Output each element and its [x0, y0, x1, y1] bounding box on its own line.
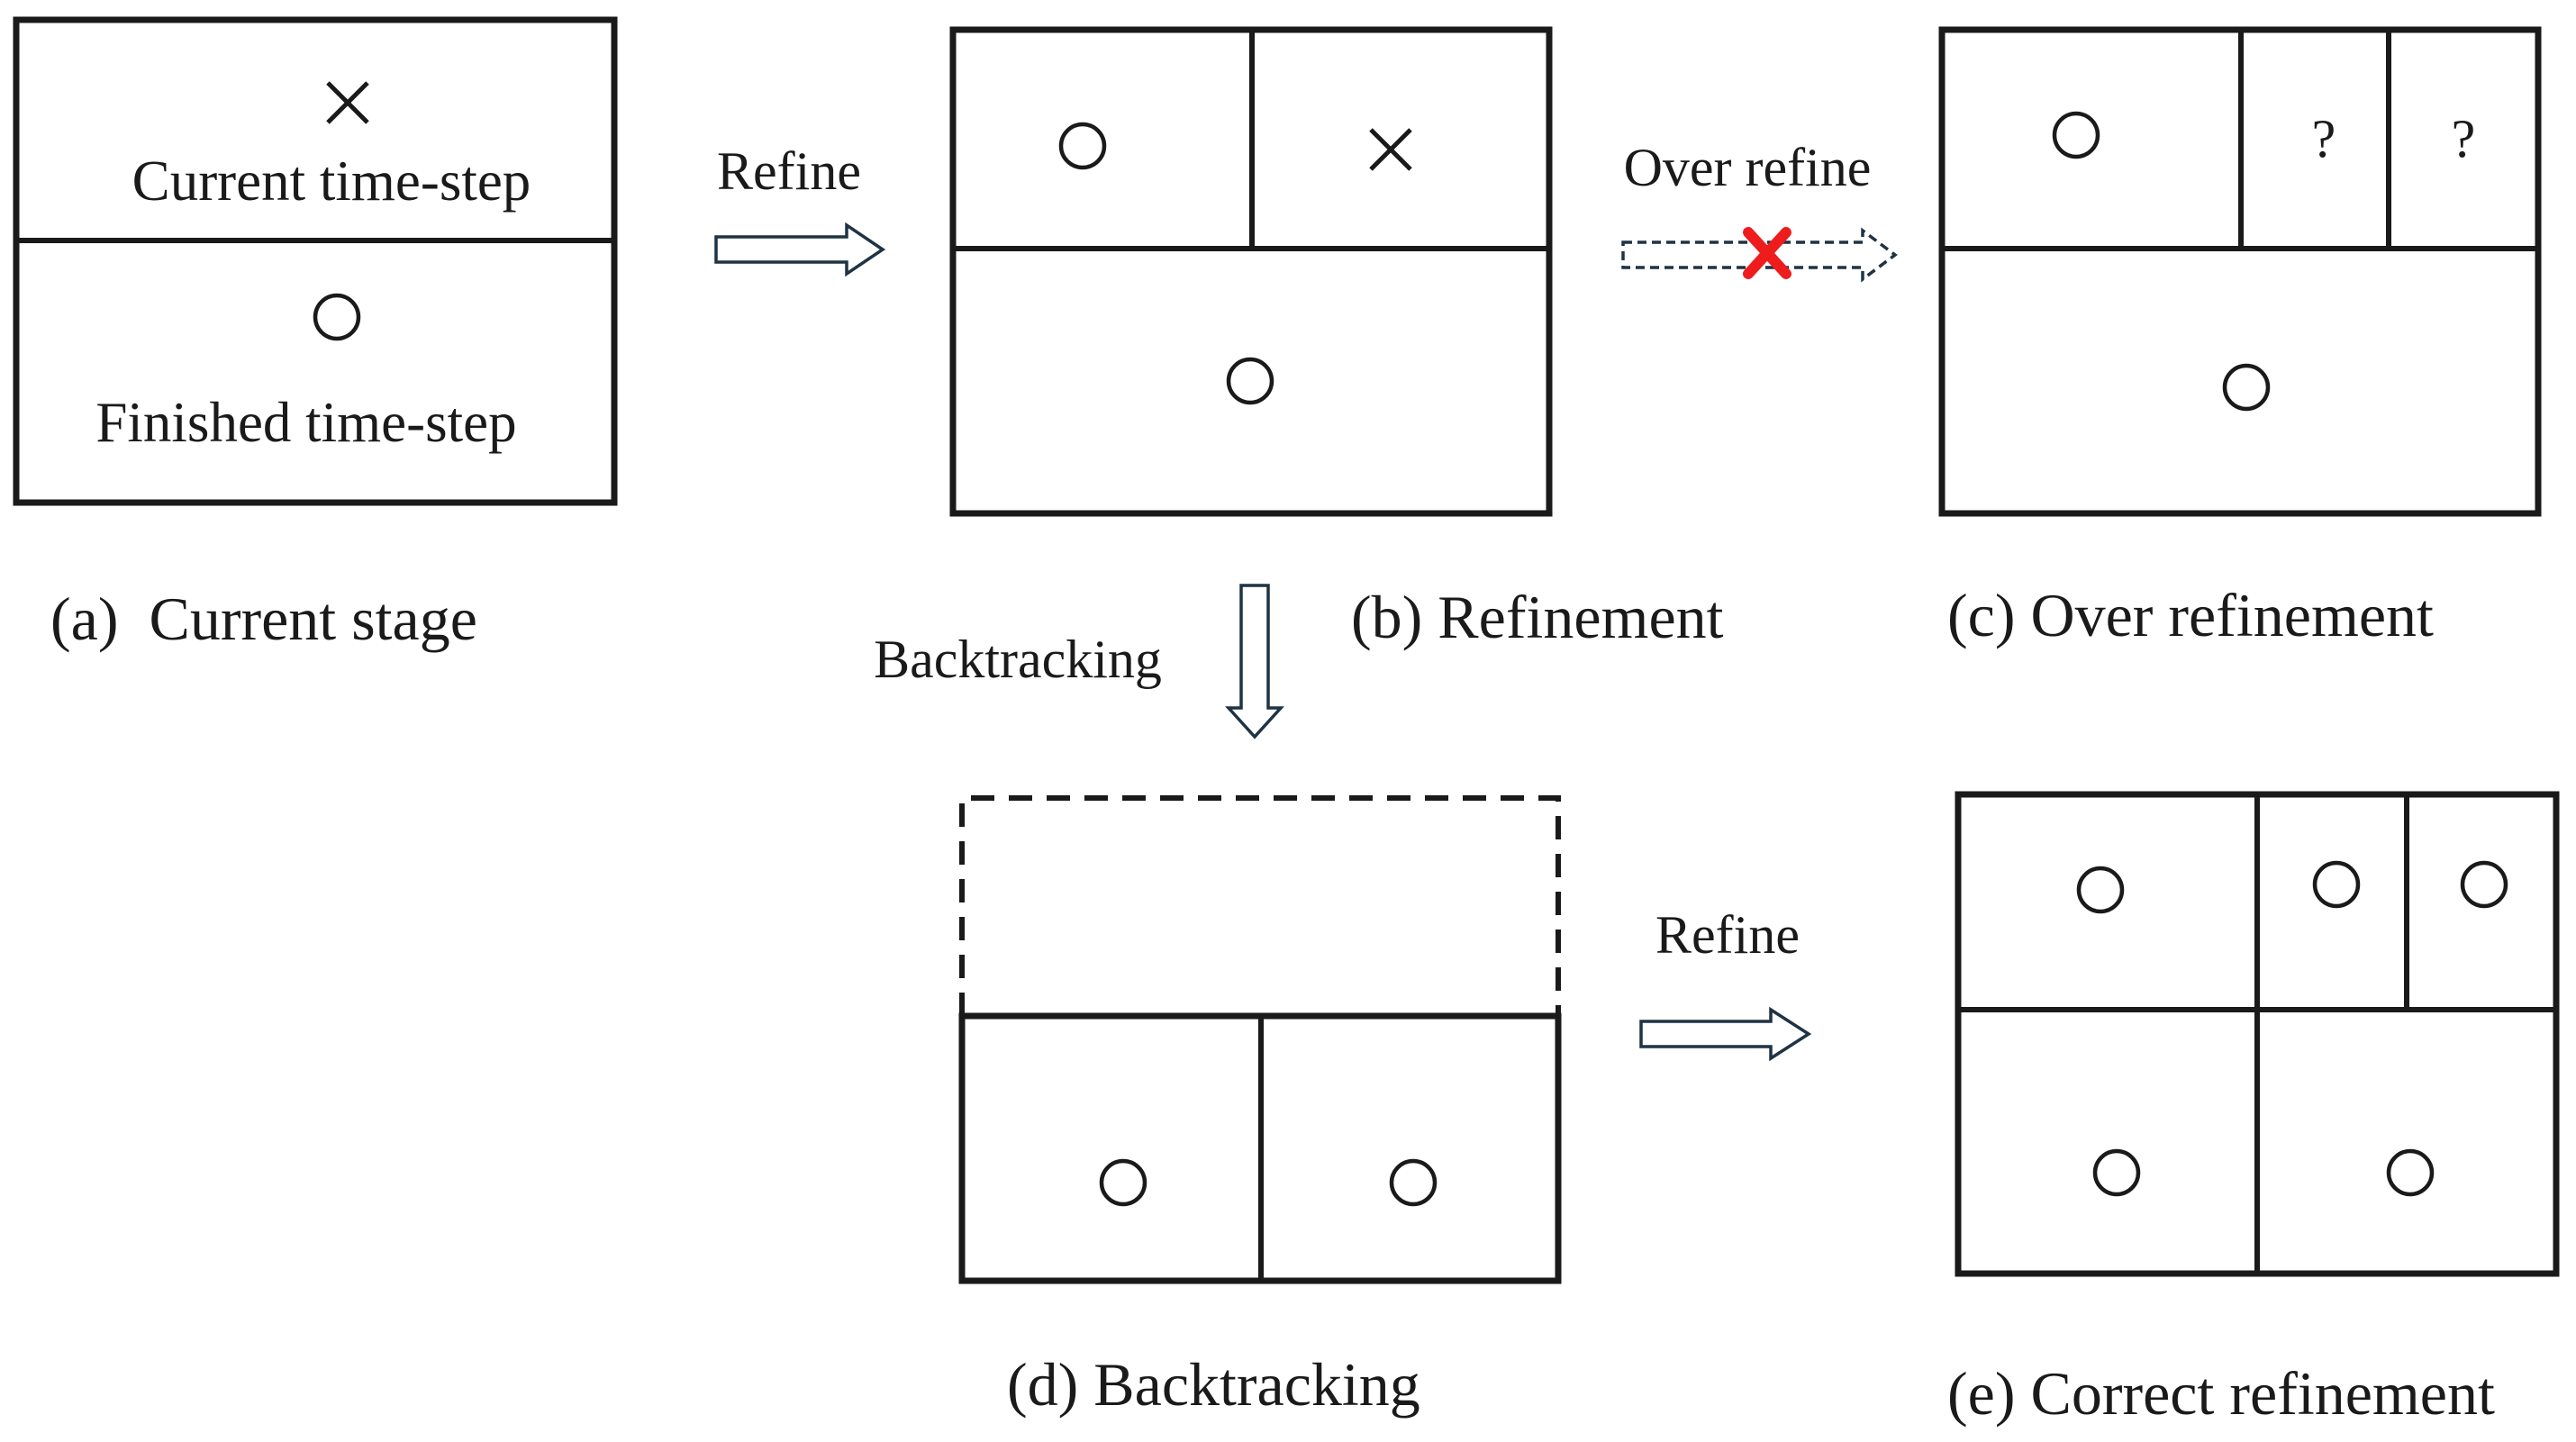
- refine-arrow-2-shape: [1639, 1006, 1812, 1062]
- question-mark: ?: [2312, 109, 2336, 168]
- panel-d-dashed-top: [959, 795, 1561, 1016]
- circle-icon: [1102, 1161, 1145, 1204]
- refine-label: Refine: [717, 141, 861, 201]
- circle-icon: [315, 295, 358, 339]
- reject-cross-icon: [1743, 227, 1791, 279]
- backtracking-arrow-shape: [1225, 584, 1284, 739]
- panel-e-caption: (e) Correct refinement: [1947, 1359, 2495, 1428]
- panel-c: ? ? (c) Over refinement: [1938, 26, 2542, 649]
- circle-icon: [2225, 366, 2268, 409]
- panel-a-frame: [13, 16, 618, 506]
- backtracking-arrow: Backtracking: [874, 584, 1284, 739]
- circle-icon: [2079, 868, 2122, 911]
- refine-arrow-shape: [714, 222, 886, 277]
- refine-arrow: Refine: [714, 141, 886, 277]
- panel-a-caption: (a) Current stage: [50, 585, 477, 653]
- circle-icon: [1061, 124, 1104, 168]
- panel-d-caption: (d) Backtracking: [1007, 1350, 1420, 1419]
- backtracking-label: Backtracking: [874, 630, 1162, 689]
- circle-icon: [2389, 1151, 2432, 1194]
- panel-e: (e) Correct refinement: [1947, 791, 2560, 1428]
- refine-arrow-2: Refine: [1639, 905, 1812, 1062]
- cross-icon: [328, 83, 367, 122]
- circle-icon: [1392, 1161, 1435, 1204]
- refine-label-2: Refine: [1655, 905, 1800, 965]
- circle-icon: [1229, 359, 1272, 403]
- circle-icon: [2054, 113, 2098, 157]
- over-refine-arrow: Over refine: [1621, 138, 1898, 283]
- panel-b: (b) Refinement: [949, 26, 1724, 651]
- circle-icon: [2095, 1151, 2138, 1194]
- over-refine-label: Over refine: [1624, 138, 1872, 197]
- panel-b-caption: (b) Refinement: [1351, 583, 1724, 651]
- panel-d: (d) Backtracking: [958, 795, 1562, 1419]
- circle-icon: [2315, 863, 2358, 906]
- panel-a: Current time-step Finished time-step (a)…: [13, 16, 618, 653]
- circle-icon: [2463, 863, 2506, 906]
- panel-c-caption: (c) Over refinement: [1947, 581, 2434, 649]
- cross-icon: [1371, 130, 1410, 169]
- current-time-step-label: Current time-step: [132, 150, 531, 213]
- finished-time-step-label: Finished time-step: [95, 391, 516, 454]
- question-mark: ?: [2452, 109, 2476, 168]
